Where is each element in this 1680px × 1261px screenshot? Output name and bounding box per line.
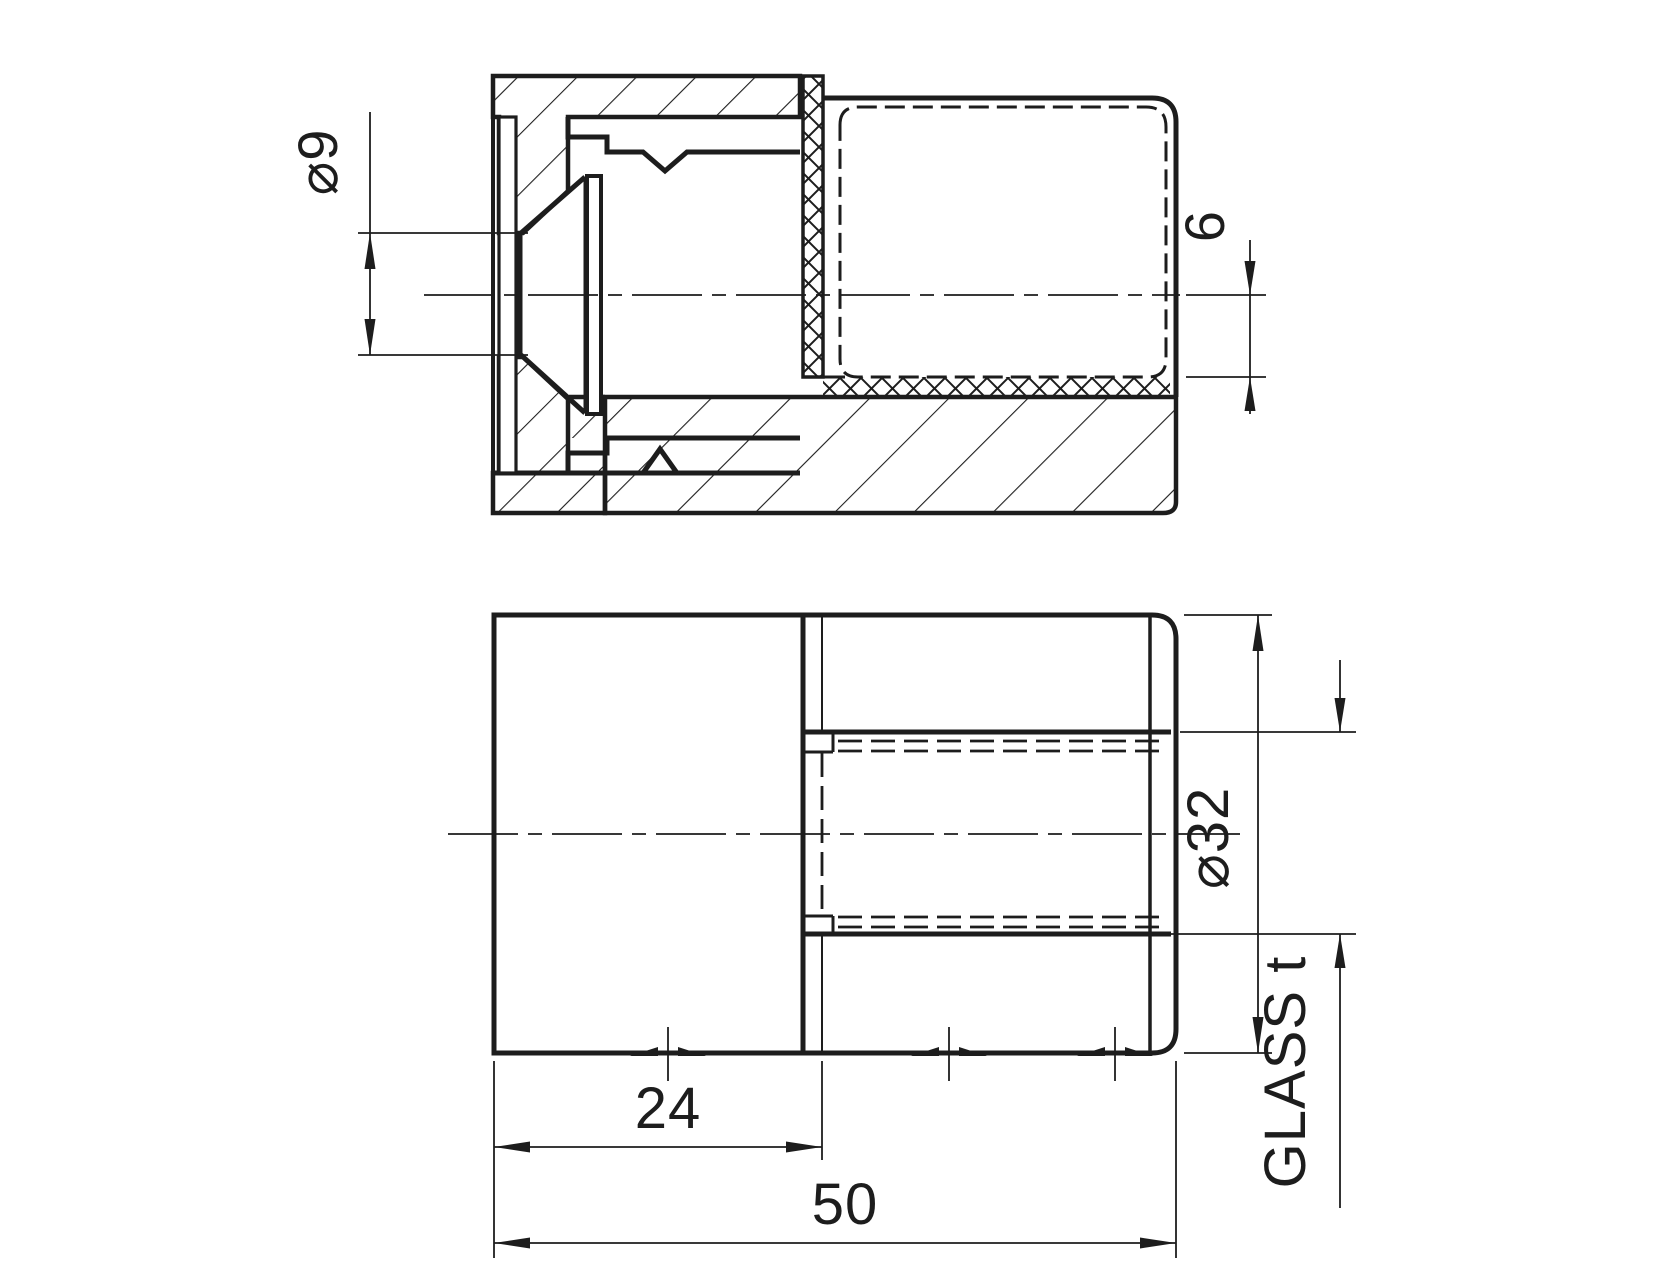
dim50-arrow-right <box>1140 1237 1176 1249</box>
glasst-label: GLASS t <box>1253 956 1318 1189</box>
tick-bump <box>1125 1047 1153 1056</box>
dia32-label: ⌀32 <box>1176 787 1241 889</box>
dim50-label: 50 <box>812 1172 879 1237</box>
gasket-vertical-section <box>801 74 825 379</box>
dim24-label: 24 <box>635 1076 702 1141</box>
tick-bump <box>678 1047 706 1056</box>
glass-hidden-outline <box>838 105 1168 379</box>
lower-vee-notch <box>638 444 682 476</box>
dim24-arrow-left <box>494 1141 530 1153</box>
dimension-50: 50 <box>494 1061 1177 1258</box>
side-view: 24 50 ⌀32 GLASS t <box>448 612 1356 1258</box>
dimension-glass-t: GLASS t <box>1168 660 1356 1208</box>
dimension-6: 6 <box>1173 210 1266 414</box>
dia9-arrow-up <box>364 233 376 269</box>
cone-upper-flank <box>519 175 587 235</box>
sleeve-profile-top <box>565 117 800 175</box>
tick-bump <box>630 1047 658 1056</box>
dia9-arrow-down <box>364 319 376 355</box>
glasst-arrow-bottom <box>1334 934 1346 968</box>
tick-bump <box>1077 1047 1105 1056</box>
dimension-dia9: ⌀9 <box>286 112 528 356</box>
glasst-arrow-top <box>1334 698 1346 732</box>
tick-bump <box>959 1047 987 1056</box>
dim6-arrow-top <box>1244 261 1256 295</box>
section-view: ⌀9 6 <box>286 73 1266 516</box>
glass-outline <box>823 95 1179 397</box>
dim6-arrow-bottom <box>1244 377 1256 411</box>
dim6-label: 6 <box>1173 210 1236 242</box>
side-outline <box>491 612 1179 1056</box>
dia32-arrow-down <box>1252 1017 1264 1053</box>
dim24-arrow-right <box>786 1141 822 1153</box>
dia32-arrow-up <box>1252 615 1264 651</box>
bottom-edge-ticks <box>630 1027 1153 1081</box>
gasket-bottom-section <box>823 377 1170 397</box>
dimension-24: 24 <box>493 1061 823 1258</box>
cone-lower-flank <box>519 353 587 415</box>
dia9-label: ⌀9 <box>286 129 349 196</box>
tick-bump <box>911 1047 939 1056</box>
dimension-dia32: ⌀32 <box>1176 614 1272 1054</box>
dim50-arrow-left <box>494 1237 530 1249</box>
sleeve-profile-bottom <box>565 435 800 473</box>
cap-wall-section <box>602 394 1179 516</box>
